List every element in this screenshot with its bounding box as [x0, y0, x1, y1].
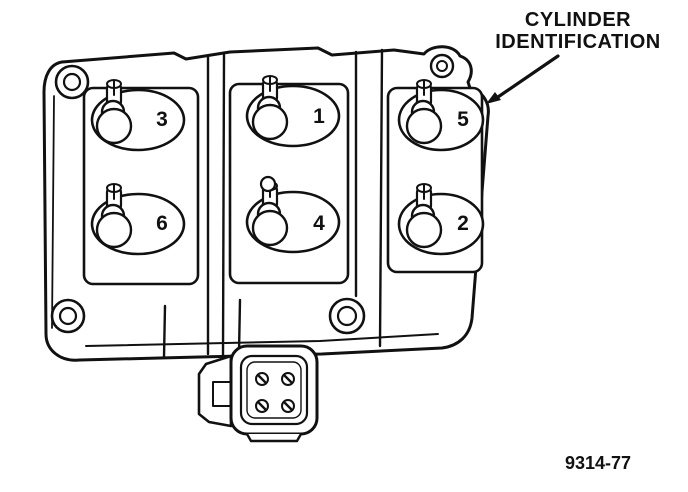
mounting-boss-bottom-left [50, 298, 86, 334]
coil-tower-2: 2 [397, 183, 485, 256]
electrical-connector [197, 344, 319, 443]
cylinder-number-6: 6 [156, 212, 168, 235]
cylinder-number-2: 2 [457, 212, 469, 235]
connector-pin-3 [255, 399, 269, 413]
connector-bottom-lip [245, 432, 303, 443]
diagram-title-line1: CYLINDER [525, 9, 631, 31]
cylinder-number-4: 4 [313, 212, 325, 235]
lower-bracket-lines [162, 298, 242, 359]
connector-flange-tab [212, 381, 232, 407]
divider-ribs [206, 48, 384, 358]
mounting-boss-top-right [429, 53, 455, 79]
cylinder-number-1: 1 [313, 105, 325, 128]
connector-inner-shell [239, 354, 309, 426]
coil-tower-6: 6 [90, 183, 186, 256]
connector-pin-4 [281, 399, 295, 413]
connector-inner-detail [246, 361, 302, 419]
cylinder-number-3: 3 [156, 108, 168, 131]
coil-tower-3: 3 [90, 79, 186, 152]
mounting-boss-bottom-middle [328, 297, 366, 335]
cylinder-identification-label: CYLINDER IDENTIFICATION [495, 9, 661, 53]
figure-number: 9314-77 [565, 453, 631, 473]
center-recess-hole [259, 175, 277, 193]
connector-pin-1 [255, 372, 269, 386]
coil-tower-1: 1 [245, 75, 341, 148]
cylinder-number-5: 5 [457, 108, 469, 131]
diagram-title-line2: IDENTIFICATION [495, 31, 661, 53]
cylinder-id-arrow [486, 54, 560, 104]
connector-pin-2 [281, 372, 295, 386]
housing-inner-left-line [51, 95, 55, 329]
coil-tower-5: 5 [397, 79, 485, 152]
mounting-boss-top-left [54, 64, 90, 100]
